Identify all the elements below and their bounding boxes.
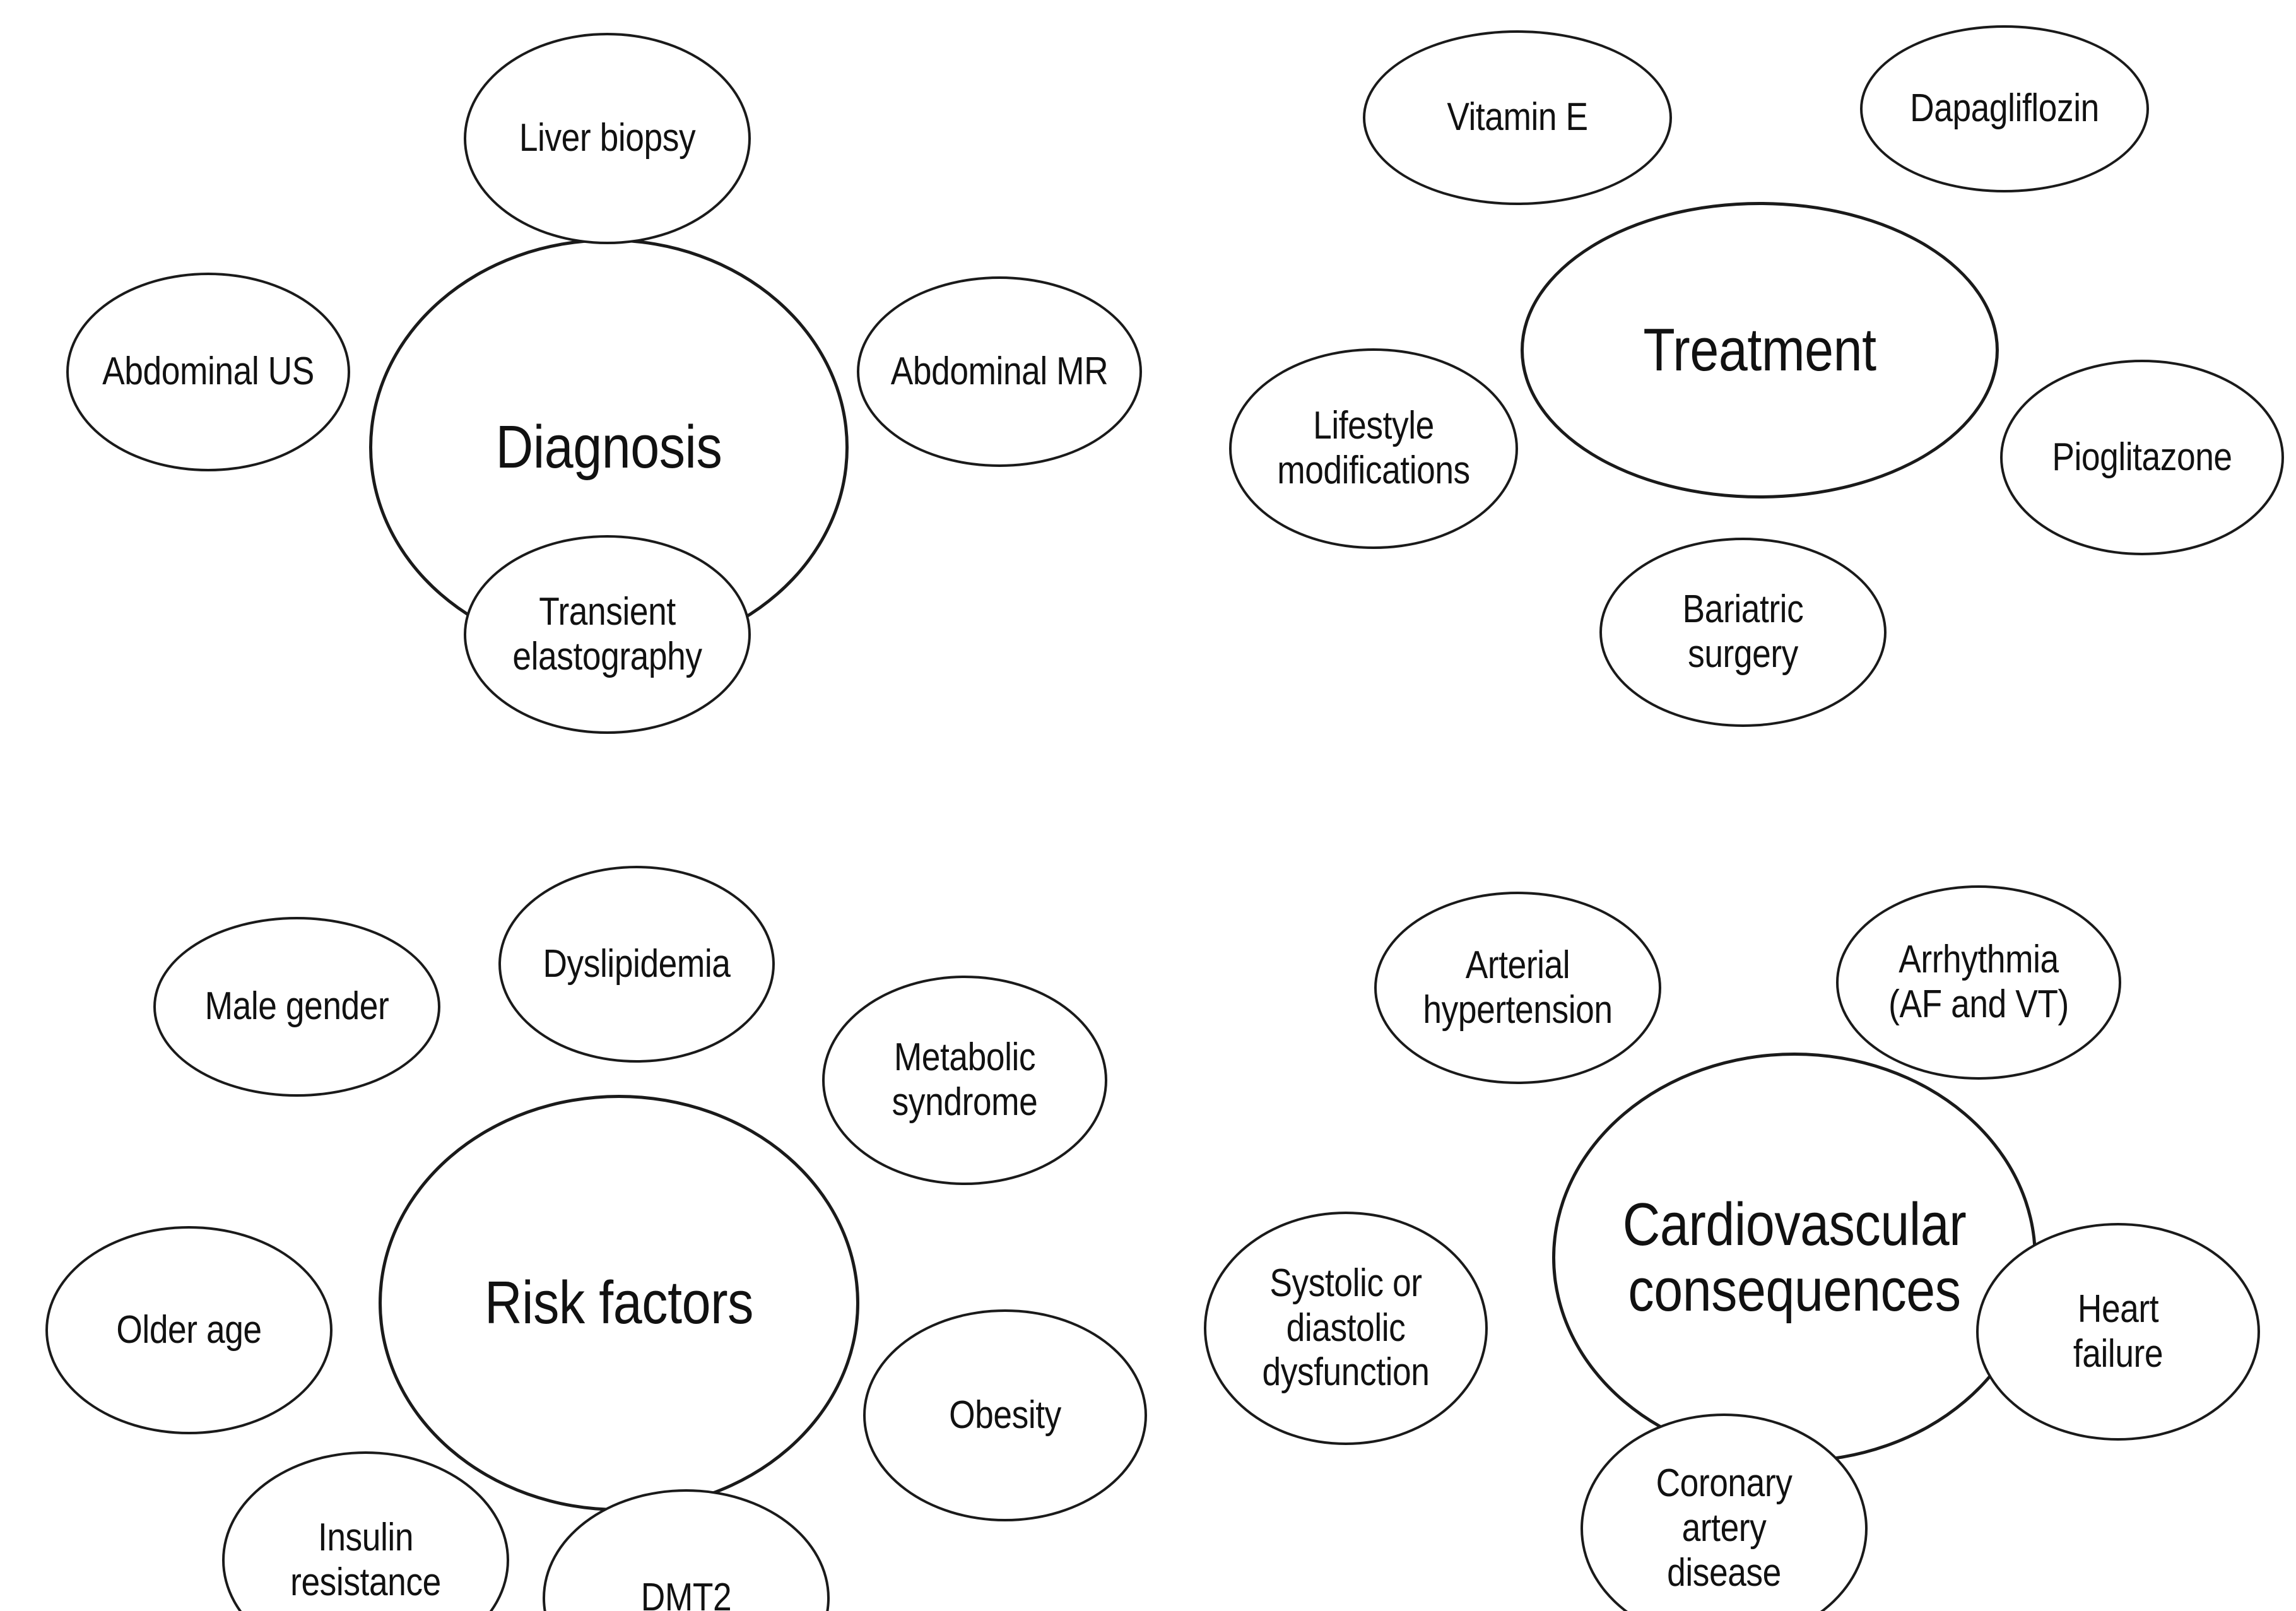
node-lifestyle-modifications[interactable]: Lifestyle modifications — [1229, 348, 1518, 549]
node-insulin-resistance[interactable]: Insulin resistance — [222, 1451, 509, 1611]
node-label: Lifestyle modifications — [1277, 404, 1470, 492]
node-metabolic-syndrome[interactable]: Metabolic syndrome — [822, 976, 1107, 1185]
node-label: Heart failure — [2073, 1287, 2164, 1376]
node-label: Vitamin E — [1447, 95, 1588, 139]
node-label: Risk factors — [484, 1269, 754, 1337]
node-label: DMT2 — [640, 1576, 732, 1611]
node-coronary-artery-disease[interactable]: Coronary artery disease — [1581, 1413, 1868, 1611]
node-label: Pioglitazone — [2052, 435, 2232, 479]
node-label: Arrhythmia (AF and VT) — [1888, 938, 2069, 1026]
node-label: Diagnosis — [495, 413, 722, 481]
node-label: Insulin resistance — [290, 1515, 441, 1604]
node-label: Liver biopsy — [519, 116, 696, 160]
node-risk-factors-center[interactable]: Risk factors — [379, 1095, 859, 1511]
node-bariatric-surgery[interactable]: Bariatric surgery — [1599, 538, 1887, 727]
node-label: Dyslipidemia — [543, 941, 731, 986]
node-label: Systolic or diastolic dysfunction — [1262, 1261, 1430, 1395]
node-abdominal-us[interactable]: Abdominal US — [66, 273, 350, 471]
node-arrhythmia[interactable]: Arrhythmia (AF and VT) — [1836, 885, 2121, 1080]
node-older-age[interactable]: Older age — [45, 1226, 333, 1434]
node-arterial-hypertension[interactable]: Arterial hypertension — [1374, 892, 1661, 1084]
node-label: Metabolic syndrome — [892, 1036, 1038, 1124]
cluster-treatment: Vitamin E Dapagliflozin Treatment Lifest… — [1167, 0, 2296, 789]
node-label: Cardiovascular consequences — [1622, 1191, 1967, 1324]
node-systolic-diastolic-dysfunction[interactable]: Systolic or diastolic dysfunction — [1204, 1212, 1488, 1445]
node-label: Arterial hypertension — [1423, 943, 1613, 1032]
node-vitamin-e[interactable]: Vitamin E — [1363, 30, 1672, 205]
node-dyslipidemia[interactable]: Dyslipidemia — [498, 866, 775, 1063]
node-label: Bariatric surgery — [1682, 587, 1804, 676]
cluster-risk-factors: Dyslipidemia Male gender Metabolic syndr… — [0, 820, 1167, 1611]
node-male-gender[interactable]: Male gender — [153, 917, 440, 1097]
cluster-cardiovascular-consequences: Arterial hypertension Arrhythmia (AF and… — [1167, 820, 2296, 1611]
node-heart-failure[interactable]: Heart failure — [1976, 1223, 2260, 1441]
node-label: Transient elastography — [512, 589, 702, 678]
node-transient-elastography[interactable]: Transient elastography — [464, 535, 751, 734]
node-label: Obesity — [949, 1393, 1061, 1437]
node-label: Older age — [116, 1307, 262, 1352]
node-obesity[interactable]: Obesity — [863, 1309, 1147, 1521]
node-label: Male gender — [204, 984, 389, 1029]
node-liver-biopsy[interactable]: Liver biopsy — [464, 33, 751, 244]
node-pioglitazone[interactable]: Pioglitazone — [2000, 360, 2284, 555]
node-label: Coronary artery disease — [1656, 1461, 1793, 1595]
node-label: Treatment — [1643, 316, 1876, 384]
node-abdominal-mr[interactable]: Abdominal MR — [857, 276, 1142, 467]
cluster-diagnosis: Liver biopsy Abdominal US Diagnosis Abdo… — [0, 0, 1167, 789]
node-cardiovascular-consequences-center[interactable]: Cardiovascular consequences — [1552, 1053, 2037, 1463]
node-label: Abdominal US — [102, 350, 314, 394]
node-label: Dapagliflozin — [1910, 86, 2099, 131]
node-dapagliflozin[interactable]: Dapagliflozin — [1860, 25, 2149, 192]
node-treatment-center[interactable]: Treatment — [1521, 202, 1999, 499]
node-label: Abdominal MR — [890, 349, 1109, 393]
